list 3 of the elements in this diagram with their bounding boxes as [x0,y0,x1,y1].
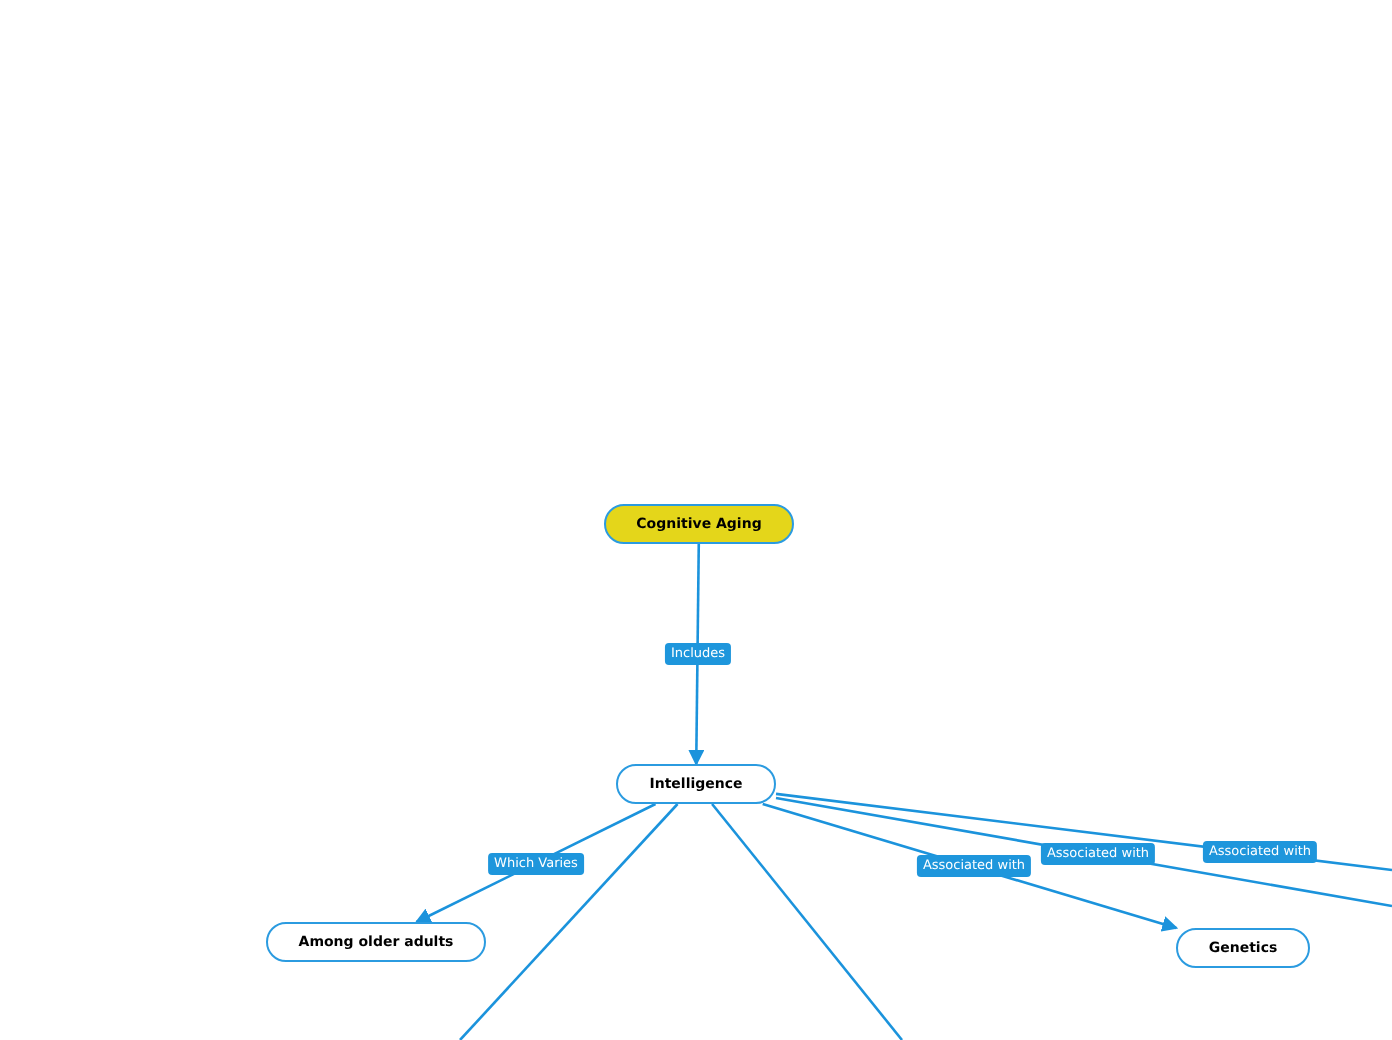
connector-line [459,803,679,1040]
arrow [688,544,705,766]
connector-line [711,803,903,1040]
